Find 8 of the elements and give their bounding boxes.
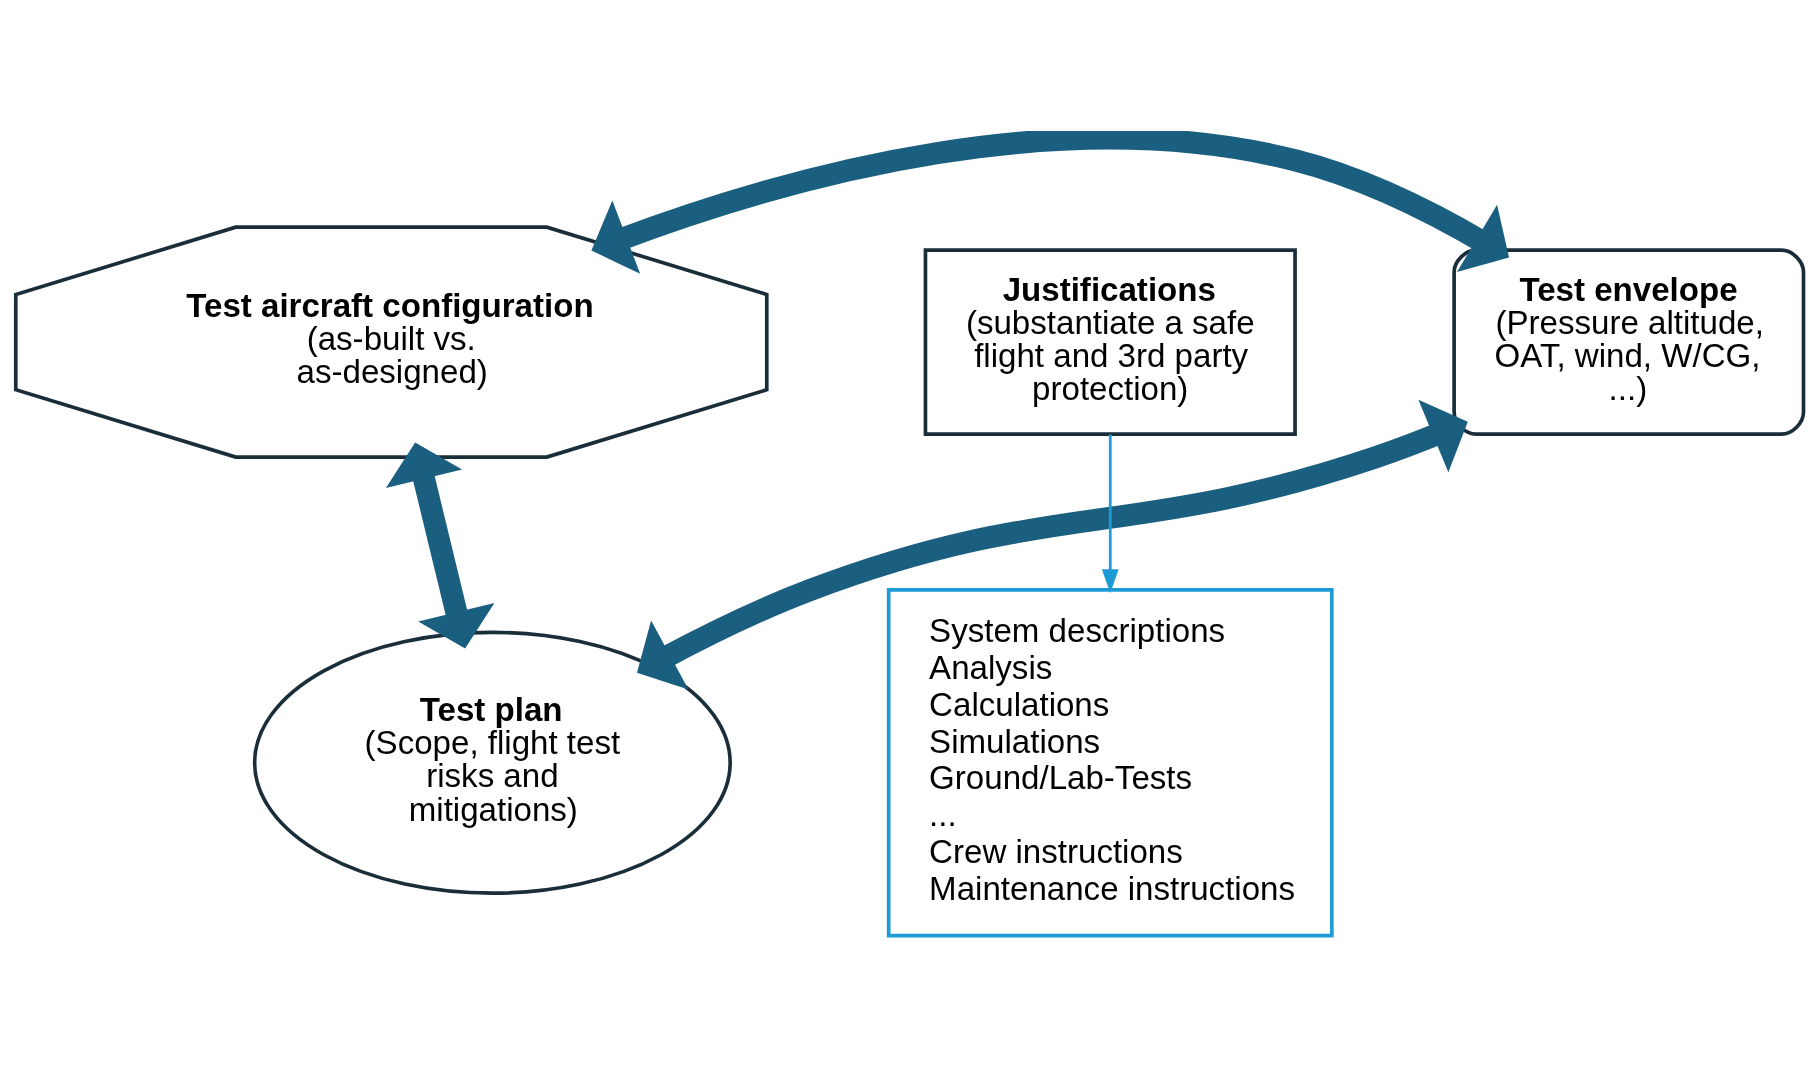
arrow bbox=[637, 399, 1468, 690]
arrow bbox=[591, 131, 1510, 274]
node-ellipse: Test plan (Scope, flight test risks and mitigations) bbox=[252, 630, 732, 896]
arrow bbox=[1101, 434, 1119, 594]
node-box: Justifications (substantiate a safe flight and 3rd party protection) bbox=[923, 248, 1297, 436]
arrow bbox=[385, 442, 495, 649]
node-box: Test envelope (Pressure altitude, OAT, wind, W/CG, ...) bbox=[1452, 248, 1806, 436]
node-box: System descriptions Analysis Calculations Simulations Ground/Lab-Tests ... Crew instructions Maintenance instructions bbox=[886, 588, 1334, 938]
